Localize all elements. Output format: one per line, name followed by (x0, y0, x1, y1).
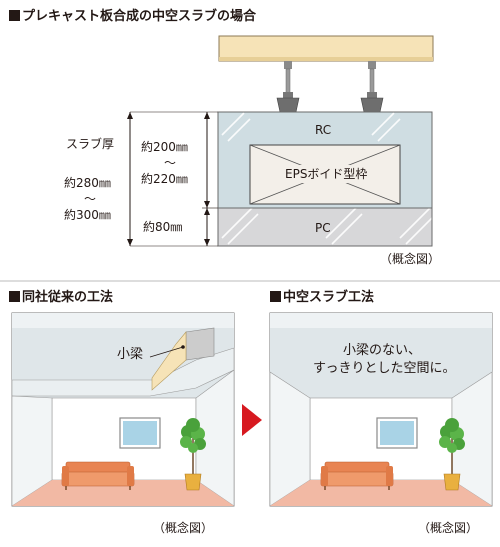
upper-layer-min: 約200㎜ (141, 140, 188, 154)
left-room-illustration (11, 312, 235, 507)
right-caption-line1: 小梁のない、 (343, 343, 422, 358)
right-caption-line2: すっきりとした空間に。 (313, 361, 456, 376)
slab-thickness-max: 約300㎜ (64, 208, 111, 222)
sofa-icon (61, 461, 135, 490)
small-beam-label: 小梁 (117, 347, 144, 362)
pc-layer-label: PC (315, 221, 331, 235)
right-concept-note: （概念図） (418, 521, 479, 535)
rc-layer-label: RC (315, 123, 332, 137)
eps-void-form-label: EPSボイド型枠 (285, 167, 368, 181)
lower-layer-thickness: 約80㎜ (143, 220, 183, 234)
title-bullet-icon (270, 291, 281, 302)
eps-void-form (249, 144, 401, 205)
upper-layer-max: 約220㎜ (141, 172, 188, 186)
potted-plant-icon (439, 418, 465, 491)
dimension-lines (127, 111, 218, 247)
potted-plant-icon (180, 418, 206, 491)
top-concept-note: （概念図） (380, 252, 441, 266)
transition-arrow-icon (242, 404, 262, 436)
right-section-title: 中空スラブ工法 (270, 290, 374, 306)
slab-thickness-tilde: ～ (84, 192, 97, 206)
title-bullet-icon (9, 10, 20, 21)
support-right (360, 61, 384, 113)
slab-thickness-min: 約280㎜ (64, 176, 111, 190)
sofa-icon (320, 461, 394, 490)
support-left (276, 61, 300, 113)
right-room-illustration (269, 312, 493, 507)
upper-plate (218, 35, 434, 62)
upper-layer-tilde: ～ (164, 156, 177, 170)
title-bullet-icon (9, 291, 20, 302)
left-concept-note: （概念図） (153, 521, 214, 535)
left-section-title: 同社従来の工法 (9, 290, 113, 306)
top-section-title: プレキャスト板合成の中空スラブの場合 (9, 9, 256, 25)
slab-thickness-label: スラブ厚 (66, 137, 115, 151)
